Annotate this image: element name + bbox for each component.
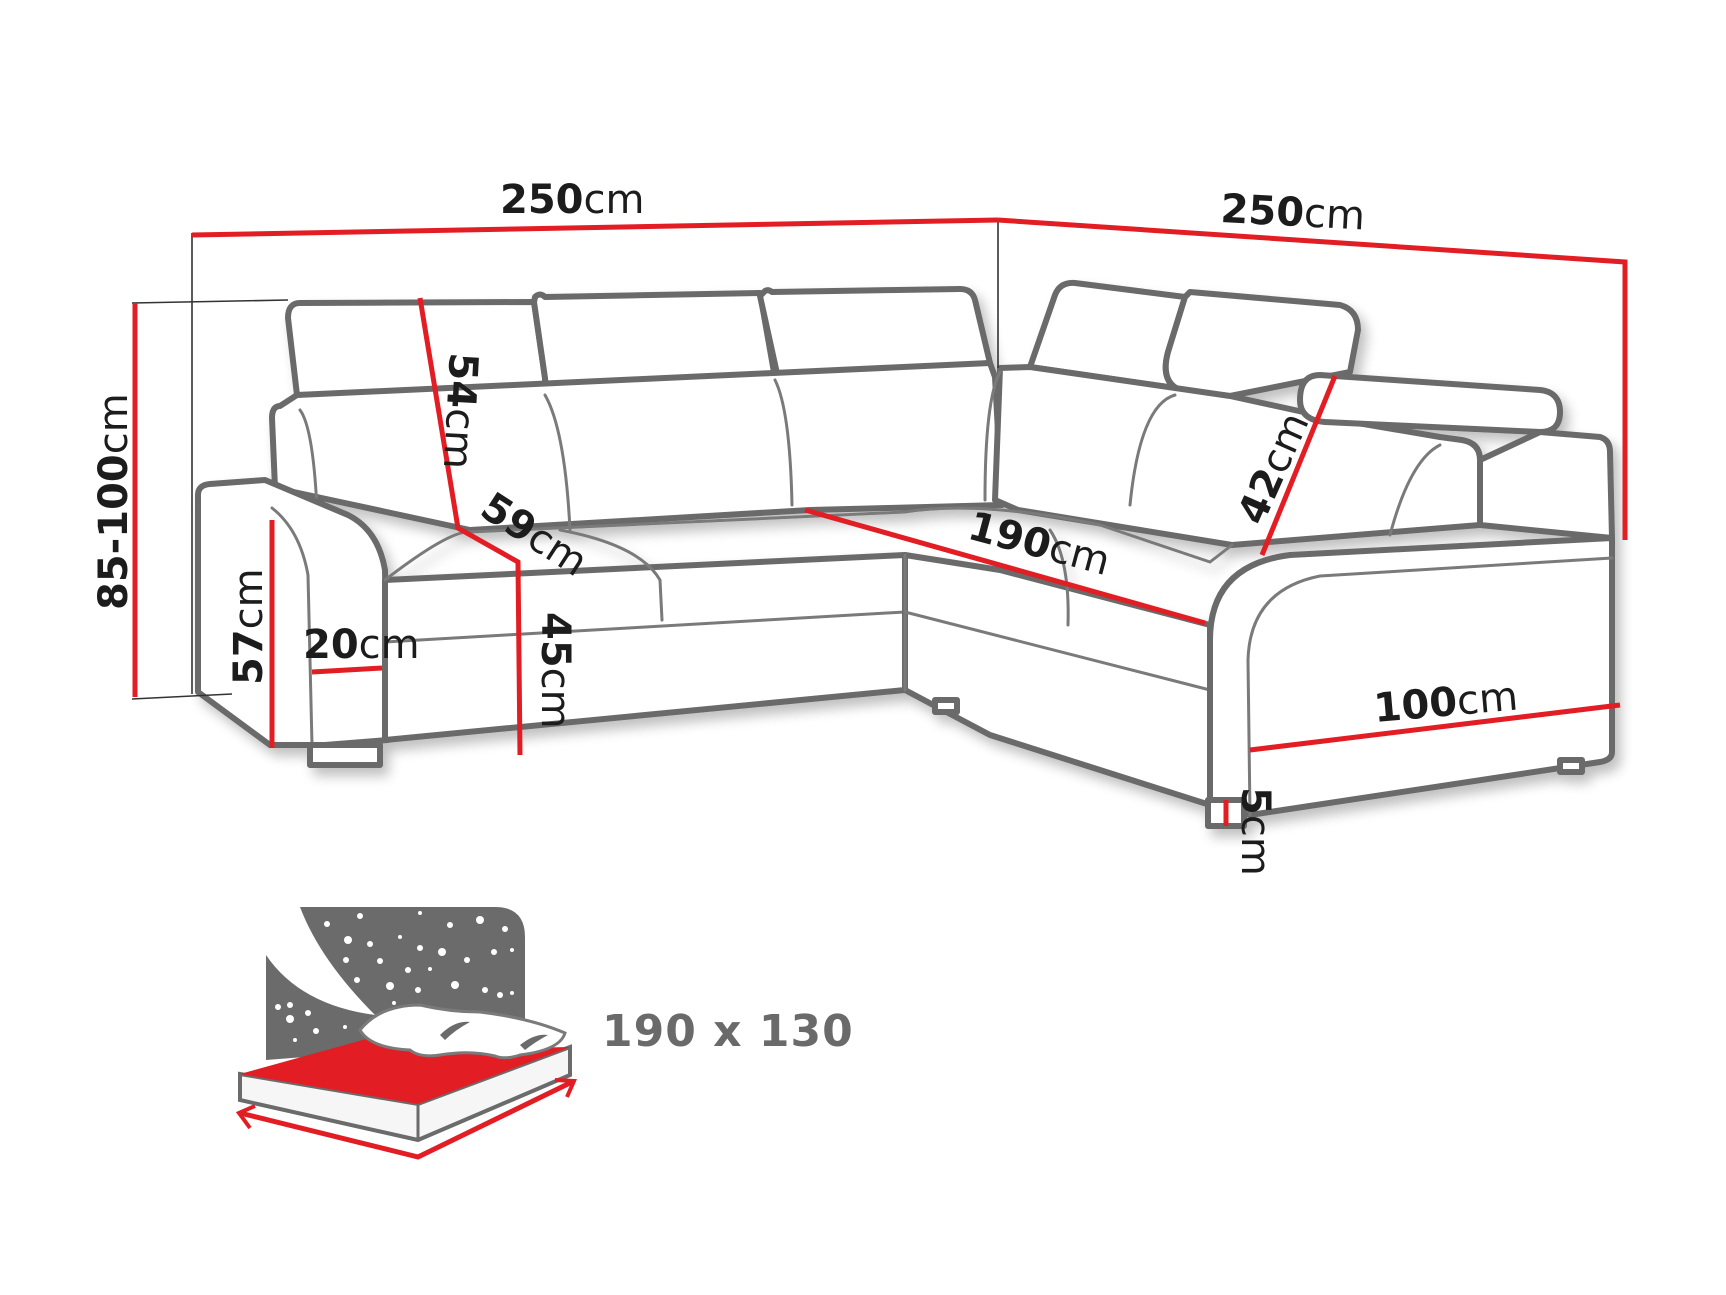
- ext-line-height-top: [131, 299, 289, 304]
- dim-chaise-depth: [1249, 702, 1621, 753]
- label-chaise-depth: 100cm: [1372, 674, 1520, 732]
- left-seat-base-line: [383, 610, 907, 644]
- left-backrest: [269, 360, 1005, 533]
- chaise-inner-curve: [1246, 556, 1614, 817]
- left-headrest-1: [285, 299, 549, 398]
- rear-leg: [1557, 757, 1585, 775]
- right-headrest-2: [1162, 289, 1361, 399]
- label-backrest-height: 54cm: [434, 351, 486, 470]
- dim-armrest-width: [311, 665, 383, 675]
- corner-seat-line: [903, 506, 1234, 564]
- arrow-head-right: [554, 1078, 577, 1098]
- right-arm-back: [1477, 429, 1615, 541]
- right-back-seam-1: [983, 370, 1002, 502]
- left-back-seam-2: [543, 393, 572, 532]
- right-back-seam-3: [1388, 443, 1442, 537]
- arrow-head-left: [235, 1104, 256, 1130]
- left-back-seam-3: [773, 378, 794, 507]
- label-leg-height: 5cm: [1232, 787, 1278, 876]
- label-total-height: 85-100cm: [91, 393, 137, 610]
- bed-width-arrow: [239, 1079, 574, 1160]
- ext-line-height-bottom: [131, 693, 233, 700]
- left-leg: [307, 742, 383, 768]
- right-bolster-headrest: [1297, 372, 1563, 435]
- dim-right-back-height: [1259, 375, 1338, 556]
- label-armrest-width: 20cm: [303, 622, 420, 668]
- left-seat-front: [382, 552, 908, 743]
- left-headrest-3: [757, 286, 993, 381]
- dim-backrest-seat: [417, 297, 523, 756]
- corner-seat-front: [902, 552, 1213, 808]
- label-seat-height: 45cm: [532, 612, 578, 729]
- chaise-block: [1207, 535, 1615, 818]
- corner-seat-split: [1048, 528, 1070, 627]
- corner-leg: [932, 697, 960, 715]
- dim-right-width: [997, 217, 1628, 540]
- sofa-drawing: [195, 279, 1615, 829]
- dim-left-width: [191, 217, 999, 238]
- label-left-width: 250cm: [500, 177, 644, 223]
- dimension-lines: [132, 217, 1628, 826]
- right-back-seam-2: [1128, 393, 1177, 507]
- sleeping-area-label: 190 x 130: [602, 1006, 854, 1057]
- pillows: [358, 1003, 567, 1060]
- left-seat-split: [558, 528, 664, 622]
- corner-seat-base-line: [903, 610, 1212, 692]
- label-armrest-height: 57cm: [226, 568, 272, 685]
- stars: [275, 911, 514, 1042]
- bed-night-icon: [235, 907, 577, 1160]
- dim-sleeping-length: [804, 507, 1206, 626]
- left-armrest-front-seam: [270, 506, 314, 747]
- label-right-width: 250cm: [1219, 186, 1366, 239]
